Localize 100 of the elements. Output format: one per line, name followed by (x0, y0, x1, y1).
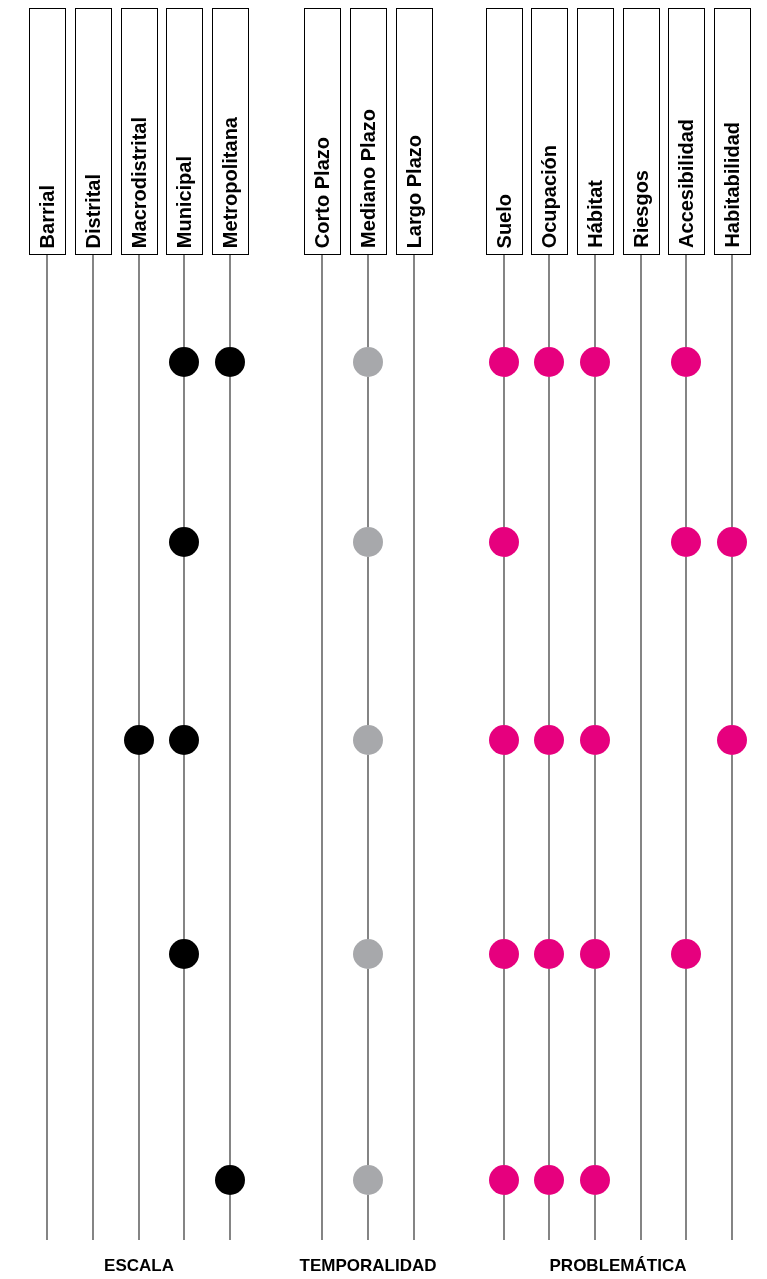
vertical-line (685, 376, 687, 528)
group-label: PROBLEMÁTICA (549, 1256, 687, 1276)
header-box (165, 8, 203, 255)
vertical-line (367, 254, 369, 348)
vertical-line (594, 254, 596, 348)
vertical-line (183, 556, 185, 726)
header-box (120, 8, 158, 255)
dot-marker (534, 939, 564, 969)
header-box (74, 8, 112, 255)
vertical-line (367, 376, 369, 528)
column-header: Distrital (83, 173, 103, 248)
column-header: Suelo (494, 193, 514, 248)
vertical-line (229, 376, 231, 1166)
dot-marker (169, 725, 199, 755)
dot-marker (534, 1165, 564, 1195)
vertical-line (640, 254, 642, 1241)
dot-marker (353, 725, 383, 755)
group-label: TEMPORALIDAD (299, 1256, 437, 1276)
vertical-line (92, 254, 94, 1241)
dot-marker (489, 725, 519, 755)
vertical-line (229, 254, 231, 348)
dot-marker (353, 347, 383, 377)
header-box (349, 8, 387, 255)
vertical-line (413, 254, 415, 1241)
vertical-line (594, 376, 596, 726)
vertical-line (594, 754, 596, 940)
dot-marker (489, 347, 519, 377)
column-header: Riesgos (631, 170, 651, 248)
dot-marker (124, 725, 154, 755)
header-box (395, 8, 433, 255)
vertical-line (321, 254, 323, 1241)
vertical-line (503, 556, 505, 726)
dot-marker (580, 347, 610, 377)
column-header: Ocupación (539, 144, 559, 248)
dot-marker (489, 1165, 519, 1195)
header-box (576, 8, 614, 255)
header-box (530, 8, 568, 255)
dot-marker (671, 939, 701, 969)
header-box (303, 8, 341, 255)
column-header: Corto Plazo (312, 136, 332, 248)
vertical-line (731, 754, 733, 1241)
vertical-line (367, 556, 369, 726)
header-box (667, 8, 705, 255)
dot-marker (580, 725, 610, 755)
dot-marker (169, 939, 199, 969)
dot-marker (671, 347, 701, 377)
column-header: Macrodistrital (129, 116, 149, 248)
vertical-line (731, 254, 733, 528)
vertical-line (138, 754, 140, 1241)
column-header: Barrial (37, 184, 57, 248)
column-header: Mediano Plazo (358, 109, 378, 248)
vertical-line (548, 376, 550, 726)
dot-marker (353, 1165, 383, 1195)
vertical-line (367, 754, 369, 940)
vertical-line (731, 556, 733, 726)
header-box (622, 8, 660, 255)
vertical-line (685, 556, 687, 940)
header-box (211, 8, 249, 255)
vertical-line (685, 968, 687, 1241)
vertical-line (183, 254, 185, 348)
vertical-line (367, 968, 369, 1166)
column-header: Accesibilidad (676, 119, 696, 248)
vertical-line (183, 376, 185, 528)
vertical-line (229, 1194, 231, 1241)
dot-marker (353, 527, 383, 557)
vertical-line (548, 1194, 550, 1241)
dot-marker (489, 527, 519, 557)
dot-marker (580, 939, 610, 969)
dot-marker (580, 1165, 610, 1195)
header-box (28, 8, 66, 255)
vertical-line (503, 754, 505, 940)
vertical-line (548, 754, 550, 940)
header-box (485, 8, 523, 255)
column-header: Largo Plazo (404, 134, 424, 248)
vertical-line (183, 754, 185, 940)
group-label: ESCALA (104, 1256, 174, 1276)
vertical-line (548, 254, 550, 348)
column-header: Municipal (174, 155, 194, 248)
dot-marker (717, 725, 747, 755)
vertical-line (503, 254, 505, 348)
dot-marker (215, 1165, 245, 1195)
dot-marker (489, 939, 519, 969)
dot-marker (717, 527, 747, 557)
dot-marker (169, 527, 199, 557)
vertical-line (548, 968, 550, 1166)
dot-marker (353, 939, 383, 969)
vertical-line (503, 376, 505, 528)
vertical-line (503, 968, 505, 1166)
dot-marker (671, 527, 701, 557)
vertical-line (183, 968, 185, 1241)
vertical-line (503, 1194, 505, 1241)
header-box (713, 8, 751, 255)
dot-marker (215, 347, 245, 377)
dot-marker (534, 347, 564, 377)
dot-marker (534, 725, 564, 755)
vertical-line (685, 254, 687, 348)
dot-marker (169, 347, 199, 377)
column-header: Metropolitana (220, 116, 240, 248)
vertical-line (367, 1194, 369, 1241)
vertical-line (138, 254, 140, 726)
